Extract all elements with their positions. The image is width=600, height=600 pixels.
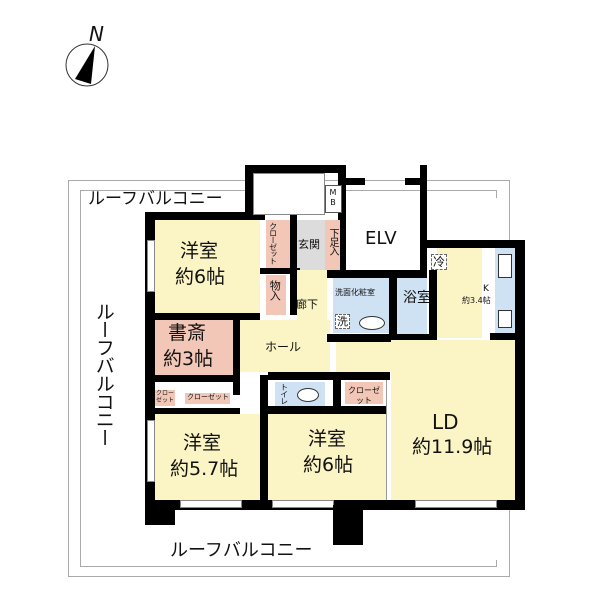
ld-name: LD [432,410,459,434]
shoe-storage: 下足入 [325,220,340,270]
closet-study: クローゼット [155,390,175,406]
study [155,320,233,375]
window [180,500,242,508]
study-name: 書斎 [168,322,207,344]
western-room-3-size: 約6帖 [303,454,354,476]
north-arrow-icon [65,43,109,87]
window [272,500,334,508]
closet-room3: クローゼット [345,382,383,405]
washroom: 洗面化粧室 洗 [333,278,389,333]
fridge: 冷 [431,254,448,271]
western-room-1-name: 洋室 [180,240,219,262]
hall-label: ホール [265,340,302,354]
closet-room2: クローゼット [185,393,230,404]
corridor-label: 廊下 [296,298,318,311]
western-room-2-size: 約5.7帖 [170,458,239,480]
washer: 洗 [335,314,350,330]
closet-1: クローゼット [266,220,290,270]
entrance: 玄関 [297,220,325,270]
study-size: 約3帖 [163,348,214,370]
stove-icon [498,310,512,328]
kitchen-sink-icon [498,254,512,278]
meter-box: MB [325,185,342,213]
kitchen-counter [495,248,515,333]
western-room-3-name: 洋室 [308,428,347,450]
bathroom-label: 浴室 [403,290,431,306]
elevator-label: ELV [365,228,397,249]
western-room-3 [268,414,386,500]
western-room-2 [155,414,260,500]
ld-size: 約11.9帖 [412,436,493,458]
storage: 物入 [266,275,286,315]
window [415,500,497,508]
balcony-top-label: ルーフバルコニー [88,189,223,209]
hall [240,320,330,372]
western-room-2-name: 洋室 [183,432,222,454]
western-room-1 [155,220,260,315]
sink-icon [359,316,385,330]
north-label: N [89,22,104,46]
corridor [297,270,327,320]
toilet-bowl-icon [297,388,319,402]
balcony-left-label: ルーフバルコニー [92,302,115,446]
window [147,240,155,292]
compass: N [65,22,115,92]
bathroom [397,278,427,338]
kitchen-size: 約3.4帖 [462,296,491,305]
kitchen-name: K [483,284,489,294]
toilet: トイレ [275,382,325,406]
western-room-1-size: 約6帖 [175,266,226,288]
window [147,420,155,482]
balcony-bottom-label: ルーフバルコニー [170,540,313,561]
living-dining [391,340,515,500]
